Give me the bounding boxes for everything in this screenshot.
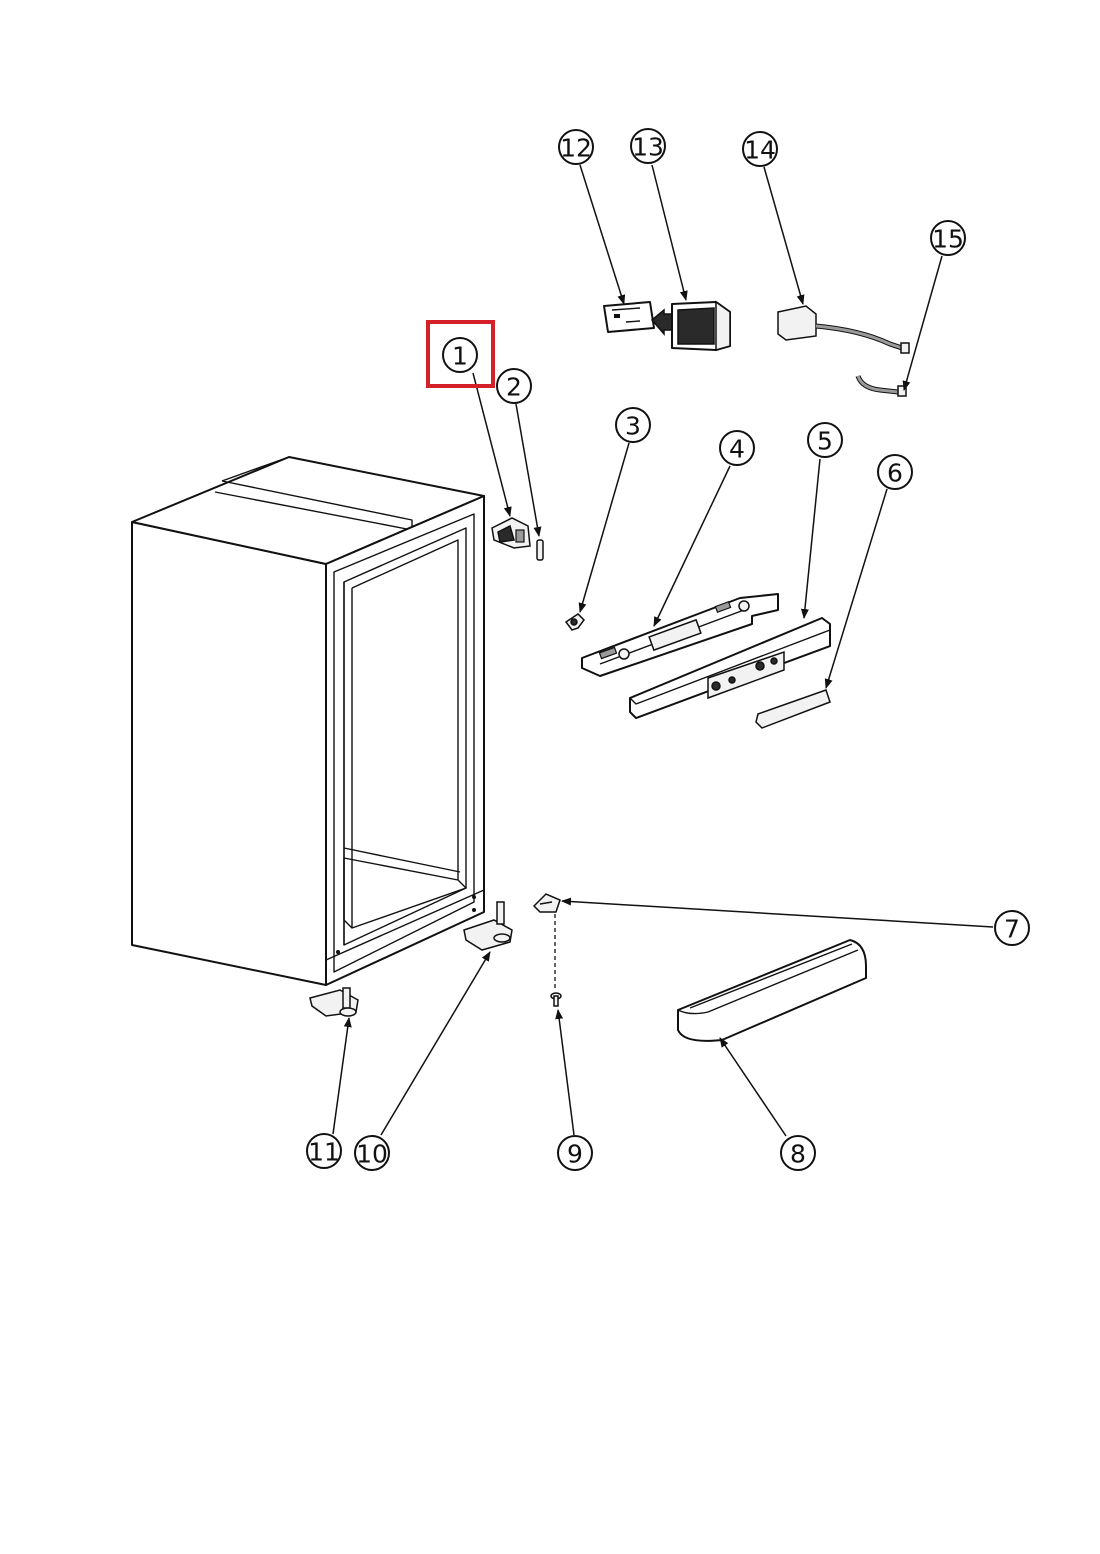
- highlight-box: [426, 320, 495, 388]
- callout-14[interactable]: 14: [742, 131, 778, 167]
- callout-11-label: 11: [308, 1138, 340, 1167]
- callout-6-label: 6: [887, 459, 903, 488]
- part-6-label: [755, 689, 831, 729]
- callout-15-label: 15: [932, 225, 964, 254]
- callout-13[interactable]: 13: [630, 128, 666, 164]
- cabinet-body: [131, 456, 485, 986]
- part-3-clip: [564, 613, 585, 631]
- part-7-bottom-bracket: [532, 893, 561, 913]
- part-9-screw: [550, 992, 562, 1007]
- callout-8-label: 8: [790, 1140, 806, 1169]
- callout-15[interactable]: 15: [930, 220, 966, 256]
- part-14-sensor: [777, 305, 910, 354]
- callout-5[interactable]: 5: [807, 422, 843, 458]
- callout-1-label: 1: [452, 342, 468, 371]
- callout-3[interactable]: 3: [615, 407, 651, 443]
- callout-4-label: 4: [729, 435, 745, 464]
- part-4-control-bracket: [581, 593, 779, 677]
- callout-12-label: 12: [560, 134, 592, 163]
- callout-8[interactable]: 8: [780, 1135, 816, 1171]
- part-2-hinge-pin: [536, 539, 544, 561]
- callout-10[interactable]: 10: [354, 1135, 390, 1171]
- leader-lines: [332, 164, 994, 1137]
- callout-7[interactable]: 7: [994, 910, 1030, 946]
- part-12-pcb-card: [603, 301, 655, 333]
- callout-2[interactable]: 2: [496, 368, 532, 404]
- callout-2-label: 2: [506, 373, 522, 402]
- part-1-top-hinge: [491, 517, 531, 549]
- callout-14-label: 14: [744, 136, 776, 165]
- callout-7-label: 7: [1004, 915, 1020, 944]
- callout-4[interactable]: 4: [719, 430, 755, 466]
- callout-1[interactable]: 1: [442, 337, 478, 373]
- callout-9-label: 9: [567, 1140, 583, 1169]
- part-8-door-bin: [677, 939, 867, 1042]
- part-10-lower-hinge: [463, 901, 513, 951]
- callout-10-label: 10: [356, 1140, 388, 1169]
- callout-3-label: 3: [625, 412, 641, 441]
- callout-11[interactable]: 11: [306, 1133, 342, 1169]
- callout-5-label: 5: [817, 427, 833, 456]
- part-15-cable: [855, 375, 907, 397]
- part-5-control-panel: [629, 617, 831, 719]
- callout-13-label: 13: [632, 133, 664, 162]
- callout-6[interactable]: 6: [877, 454, 913, 490]
- part-13-module-box: [650, 300, 731, 351]
- callout-9[interactable]: 9: [557, 1135, 593, 1171]
- part-11-foot: [309, 987, 359, 1017]
- callout-12[interactable]: 12: [558, 129, 594, 165]
